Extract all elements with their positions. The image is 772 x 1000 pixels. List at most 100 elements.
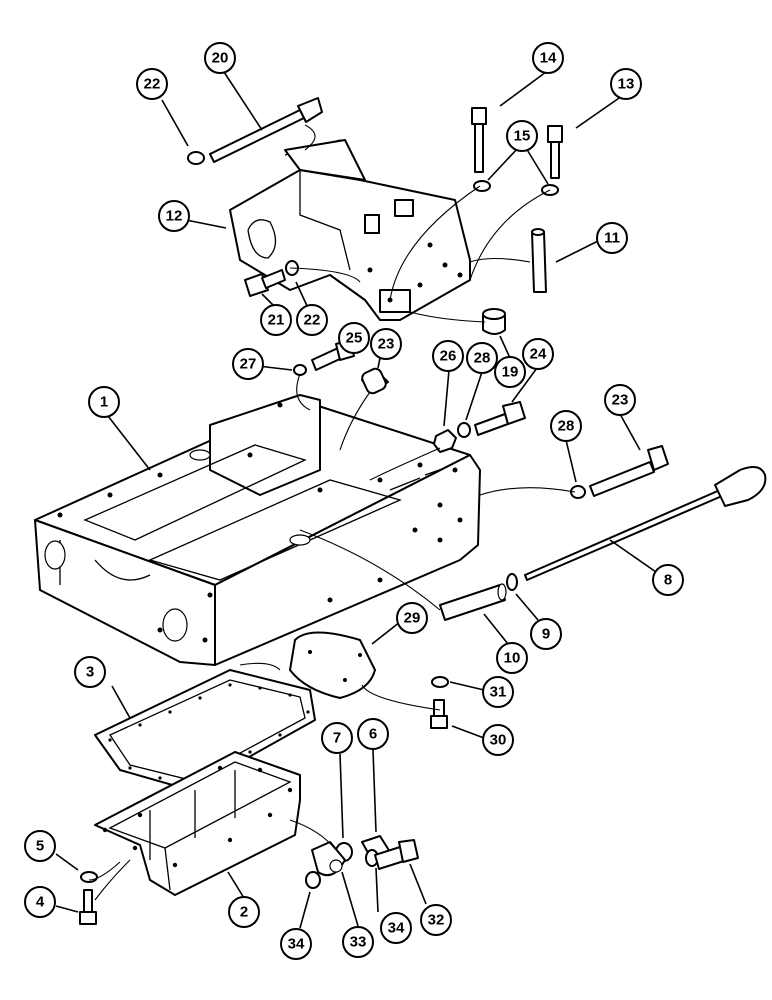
sleeve-part [361, 367, 389, 395]
nut-27 [433, 429, 457, 453]
svg-text:28: 28 [474, 350, 491, 367]
washer-15-left [473, 180, 491, 192]
svg-text:21: 21 [268, 312, 285, 329]
housing-part [34, 394, 481, 666]
callout-2: 2 [228, 896, 260, 928]
svg-text:1: 1 [100, 394, 108, 411]
washer-28-mid [457, 422, 471, 438]
gasket-part [94, 669, 316, 791]
svg-text:3: 3 [86, 664, 94, 681]
svg-text:29: 29 [404, 610, 421, 627]
leader-lines [88, 124, 576, 901]
bolt-20 [209, 97, 323, 163]
callout-4: 4 [24, 886, 56, 918]
bolt-4 [79, 889, 97, 925]
svg-text:34: 34 [388, 920, 405, 937]
callout-30: 30 [482, 724, 514, 756]
bolt-13 [547, 125, 563, 179]
bolt-21 [244, 269, 286, 297]
callout-24: 23 [604, 384, 636, 416]
callout-32: 32 [420, 904, 452, 936]
bolt-24 [589, 445, 669, 497]
washer-28-left [293, 364, 307, 376]
callout-23-main: 23 [370, 328, 402, 360]
svg-text:15: 15 [514, 128, 531, 145]
callout-26: 25 [338, 322, 370, 354]
fitting-33 [311, 841, 346, 877]
callout-22-top: 22 [136, 68, 168, 100]
callout-34-right: 34 [380, 912, 412, 944]
pin-part [531, 228, 547, 293]
washer-28-right [570, 485, 586, 499]
callout-11: 12 [158, 200, 190, 232]
callout-23-text: 23 [378, 336, 395, 353]
svg-text:13: 13 [618, 76, 635, 93]
bolt-25 [474, 401, 526, 436]
callout-3: 3 [74, 656, 106, 688]
svg-text:31: 31 [490, 684, 507, 701]
callout-9: 9 [530, 618, 562, 650]
svg-text:26: 26 [440, 348, 457, 365]
svg-text:14: 14 [540, 50, 557, 67]
callout-21: 21 [260, 304, 292, 336]
callout-13: 13 [610, 68, 642, 100]
svg-text:6: 6 [369, 726, 377, 743]
svg-text:5: 5 [36, 838, 44, 855]
svg-text:19: 19 [502, 364, 519, 381]
callout-5: 5 [24, 830, 56, 862]
svg-text:23: 23 [612, 392, 629, 409]
svg-text:25: 25 [346, 330, 363, 347]
callout-1: 1 [88, 386, 120, 418]
washer-31 [431, 676, 449, 688]
svg-text:22: 22 [144, 76, 161, 93]
callout-15: 15 [506, 120, 538, 152]
callout-19: 19 [494, 356, 526, 388]
callout-22-mid: 22 [296, 304, 328, 336]
callout-28-left: 27 [232, 348, 264, 380]
svg-text:11: 11 [604, 230, 620, 247]
svg-text:24: 24 [530, 346, 547, 363]
svg-text:4: 4 [36, 894, 45, 911]
dipstick-part [524, 465, 767, 581]
cover-plate-part [289, 631, 376, 699]
callout-28-right: 28 [550, 410, 582, 442]
callout-27: 26 [432, 340, 464, 372]
svg-text:33: 33 [350, 934, 367, 951]
washer-34-left [305, 871, 321, 889]
bolt-32 [374, 839, 419, 870]
svg-text:9: 9 [542, 626, 550, 643]
callout-25: 24 [522, 338, 554, 370]
callout-14: 14 [532, 42, 564, 74]
callout-6: 6 [357, 718, 389, 750]
bolt-30 [430, 699, 448, 729]
svg-text:12: 12 [166, 208, 183, 225]
callout-8: 8 [652, 564, 684, 596]
callout-34-left: 34 [280, 928, 312, 960]
callout-12: 11 [596, 222, 628, 254]
callout-7: 7 [321, 722, 353, 754]
oil-pan-part [94, 751, 301, 896]
svg-text:22: 22 [304, 312, 321, 329]
callout-31: 31 [482, 676, 514, 708]
svg-text:27: 27 [240, 356, 257, 373]
o-ring-part [506, 573, 518, 591]
svg-text:32: 32 [428, 912, 445, 929]
callout-20: 20 [204, 42, 236, 74]
callout-10: 10 [496, 642, 528, 674]
svg-text:30: 30 [490, 732, 507, 749]
svg-text:10: 10 [504, 650, 521, 667]
washer-22-top [187, 151, 205, 165]
callout-28-mid: 28 [466, 342, 498, 374]
callout-29: 29 [396, 602, 428, 634]
bolt-14 [471, 107, 487, 173]
svg-text:20: 20 [212, 50, 229, 67]
bracket-part [229, 139, 471, 321]
bushing-part [482, 308, 506, 335]
svg-text:28: 28 [558, 418, 575, 435]
tube-part [439, 583, 507, 621]
callout-arrows [55, 71, 657, 929]
svg-text:34: 34 [288, 936, 305, 953]
svg-text:2: 2 [240, 904, 248, 921]
svg-text:8: 8 [664, 572, 672, 589]
